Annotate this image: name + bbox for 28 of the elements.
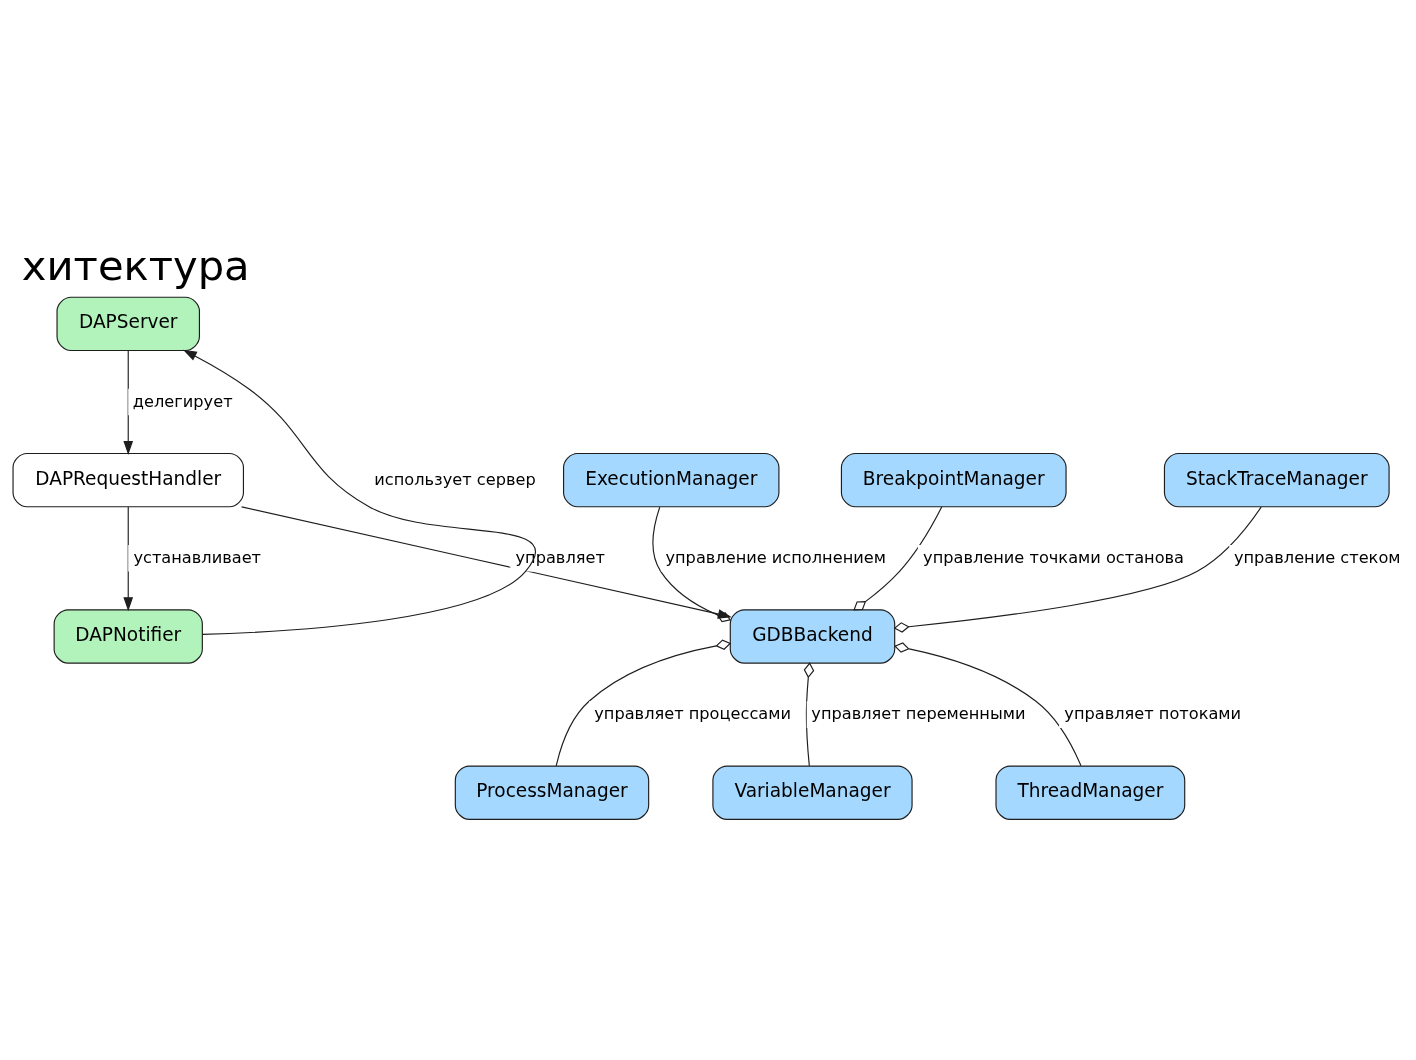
edge-label: использует сервер: [374, 469, 536, 489]
edge-label: устанавливает: [133, 547, 262, 567]
node-box: ExecutionManager: [563, 452, 780, 507]
node-box: GDBBackend: [729, 608, 896, 664]
node-box: ThreadManager: [995, 765, 1186, 820]
connector: [803, 661, 815, 766]
node-box: ProcessManager: [454, 765, 650, 820]
edge-label: управление стеком: [1233, 547, 1401, 567]
edge-label: управление точками останова: [923, 547, 1185, 567]
diagram-title: хитектура: [21, 240, 250, 290]
arrow: [182, 349, 536, 635]
arrow: [241, 505, 732, 619]
node-box: DAPServer: [56, 296, 200, 351]
connector: [893, 506, 1262, 633]
connector: [894, 641, 1082, 766]
connector: [652, 506, 732, 622]
edge-label: управляет потоками: [1064, 703, 1242, 723]
node-box: DAPNotifier: [53, 608, 203, 664]
node-box: VariableManager: [712, 765, 913, 820]
connector: [853, 505, 943, 610]
edge-label: управляет процессами: [594, 703, 791, 723]
node-box: StackTraceManager: [1163, 452, 1390, 507]
edge-label: управляет переменными: [811, 703, 1026, 723]
edge-label: управление исполнением: [665, 547, 886, 567]
edge-label: делегирует: [132, 391, 233, 411]
node-box: BreakpointManager: [840, 452, 1067, 507]
connector: [555, 638, 732, 766]
node-box: DAPRequestHandler: [12, 452, 244, 507]
